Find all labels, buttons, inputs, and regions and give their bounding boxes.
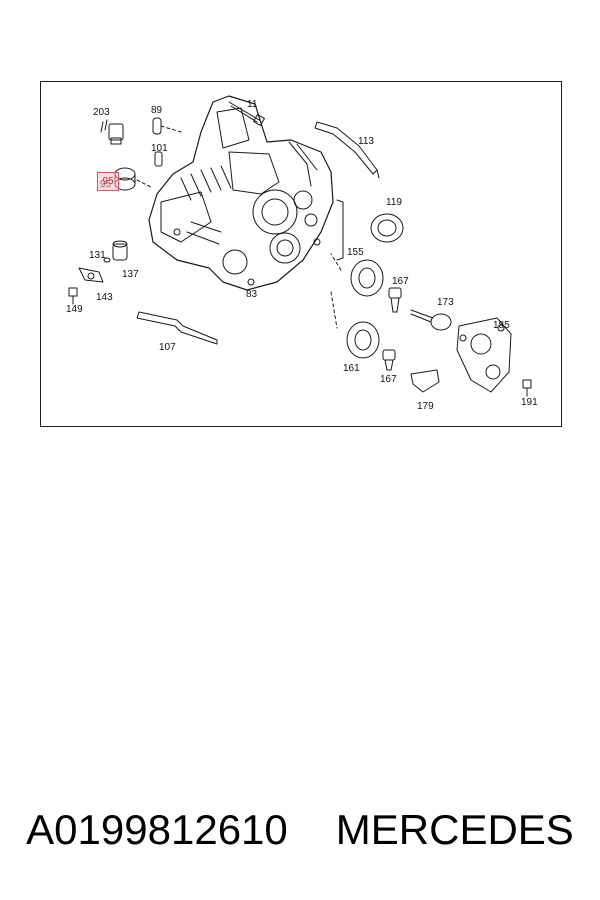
part-11-bolt	[228, 101, 265, 126]
exploded-parts-diagram: 203 89 11 113 101 95 119 155 131 137 167…	[40, 81, 562, 427]
callout-label: 131	[89, 250, 106, 261]
callout-label: 173	[437, 297, 454, 308]
callout-label: 89	[151, 105, 163, 116]
callout-label: 191	[521, 397, 538, 408]
part-179-clip	[410, 369, 440, 393]
parts-131-149-group	[68, 240, 128, 305]
callout-labels: 203 89 11 113 101 95 119 155 131 137 167…	[66, 99, 538, 412]
part-161-bearing	[330, 291, 380, 359]
callout-label: 11	[247, 99, 258, 110]
diagram-illustration: 203 89 11 113 101 95 119 155 131 137 167…	[66, 95, 538, 412]
callout-label: 143	[96, 292, 113, 303]
part-95-sleeve	[114, 167, 154, 191]
callout-label: 113	[358, 136, 374, 147]
callout-label: 161	[343, 363, 360, 374]
callout-label: 137	[122, 269, 139, 280]
highlighted-part-label: 95	[102, 176, 114, 187]
part-173-shaft	[410, 309, 452, 331]
callout-label: 203	[93, 107, 110, 118]
callout-label: 167	[392, 276, 409, 287]
part-167-plug-upper	[388, 287, 402, 313]
callout-label: 179	[417, 401, 434, 412]
transmission-housing	[148, 95, 334, 291]
part-113-lever	[314, 121, 380, 179]
callout-label: 101	[151, 143, 168, 154]
callout-label: 155	[347, 247, 364, 258]
part-101-pin	[154, 151, 163, 167]
callout-label: 107	[159, 342, 176, 353]
callout-label: 185	[493, 320, 510, 331]
callout-label: 83	[246, 289, 258, 300]
part-203-sensor	[100, 119, 124, 145]
part-119-seal	[336, 199, 404, 261]
part-caption: A0199812610 MERCEDES	[0, 800, 600, 860]
part-89-pin	[152, 117, 182, 135]
part-107-shift-rod	[136, 311, 218, 345]
part-155-bearing	[330, 253, 384, 297]
highlighted-part-box	[97, 172, 119, 191]
brand-name: MERCEDES	[335, 806, 574, 853]
part-191-bolt	[522, 379, 532, 397]
callout-label: 119	[386, 197, 402, 208]
callout-label: 149	[66, 304, 83, 315]
part-185-cover	[456, 317, 512, 393]
part-167-plug-lower	[382, 349, 396, 371]
part-number: A0199812610	[26, 806, 288, 853]
callout-label: 167	[380, 374, 397, 385]
